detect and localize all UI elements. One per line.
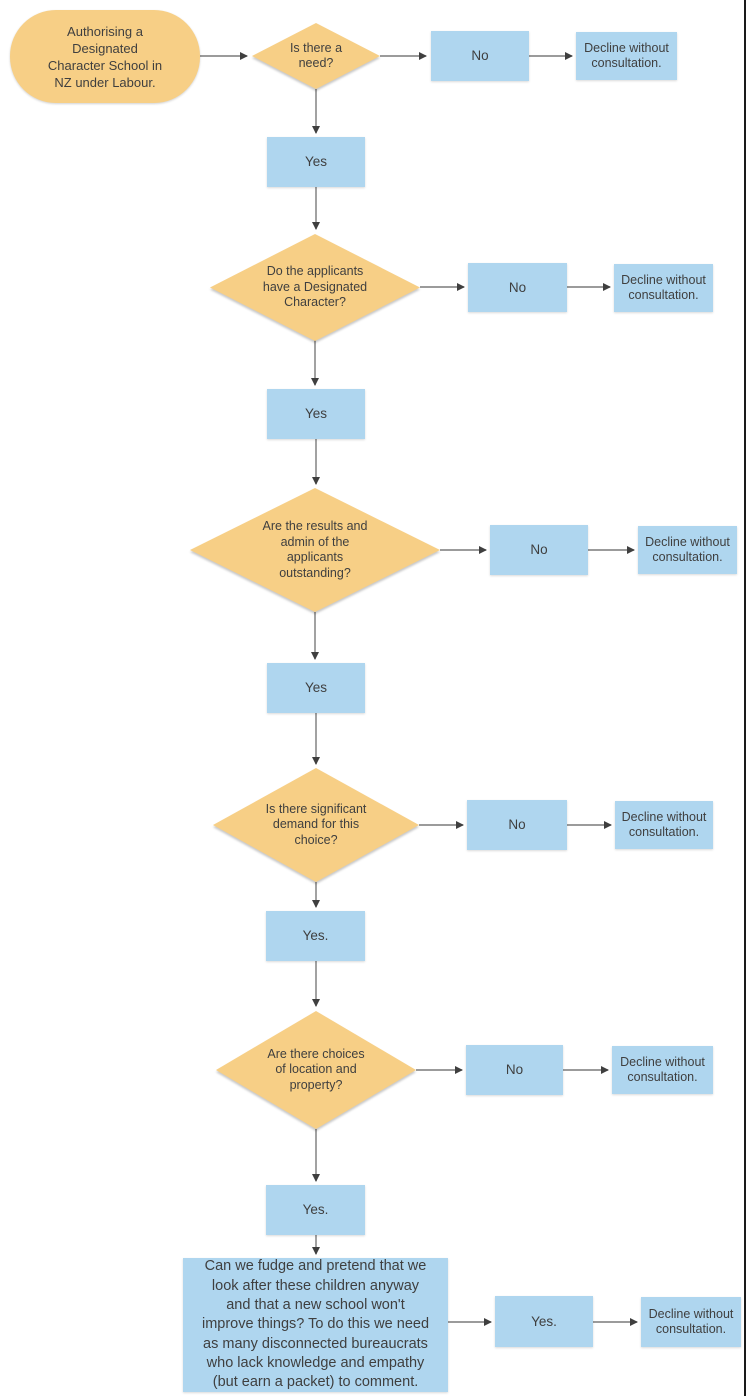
no-1-box[interactable]: No (431, 31, 529, 81)
no-5-box[interactable]: No (466, 1045, 563, 1095)
decision-3-label: Are the results and admin of the applica… (262, 519, 368, 580)
decision-1-label: Is there a need? (289, 40, 343, 71)
no-4-box[interactable]: No (467, 800, 567, 850)
no-5-label: No (505, 1062, 524, 1077)
start-node-label: Authorising a Designated Character Schoo… (47, 23, 163, 90)
no-1-label: No (471, 48, 489, 63)
start-node[interactable]: Authorising a Designated Character Schoo… (10, 10, 200, 103)
decision-2-diamond[interactable]: Do the applicants have a Designated Char… (210, 234, 420, 341)
decline-4-box[interactable]: Decline without consultation. (615, 801, 713, 849)
decline-2-label: Decline without consultation. (621, 273, 706, 302)
no-2-box[interactable]: No (468, 263, 567, 312)
yes-2-label: Yes (304, 406, 328, 421)
decline-3-box[interactable]: Decline without consultation. (638, 526, 737, 574)
no-2-label: No (508, 279, 527, 295)
no-3-label: No (530, 542, 548, 557)
no-3-box[interactable]: No (490, 525, 588, 575)
decline-5-box[interactable]: Decline without consultation. (612, 1046, 713, 1094)
decline-6-box[interactable]: Decline without consultation. (641, 1297, 741, 1347)
decline-6-label: Decline without consultation. (648, 1307, 734, 1336)
canvas-right-border (744, 0, 746, 1396)
decision-1-diamond[interactable]: Is there a need? (252, 23, 380, 89)
decision-2-label: Do the applicants have a Designated Char… (262, 264, 368, 310)
yes-5-box[interactable]: Yes. (266, 1185, 365, 1235)
decline-3-label: Decline without consultation. (645, 535, 730, 564)
decision-5-diamond[interactable]: Are there choices of location and proper… (216, 1011, 416, 1129)
decline-4-label: Decline without consultation. (621, 810, 707, 839)
final-question-label: Can we fudge and pretend that we look af… (201, 1258, 430, 1391)
yes-4-box[interactable]: Yes. (266, 911, 365, 961)
decision-3-diamond[interactable]: Are the results and admin of the applica… (190, 488, 440, 612)
decision-5-label: Are there choices of location and proper… (267, 1046, 365, 1092)
decline-5-label: Decline without consultation. (620, 1055, 705, 1084)
yes-6-box[interactable]: Yes. (495, 1296, 593, 1347)
decision-2-shape: Do the applicants have a Designated Char… (210, 234, 420, 341)
decision-4-diamond[interactable]: Is there significant demand for this cho… (213, 768, 419, 882)
decision-5-shape: Are there choices of location and proper… (216, 1011, 416, 1129)
no-4-label: No (508, 817, 526, 832)
decline-1-label: Decline without consultation. (584, 41, 669, 70)
yes-3-label: Yes (304, 680, 328, 695)
yes-3-box[interactable]: Yes (267, 663, 365, 713)
decision-4-shape: Is there significant demand for this cho… (213, 768, 419, 882)
decision-3-shape: Are the results and admin of the applica… (190, 488, 440, 612)
decline-2-box[interactable]: Decline without consultation. (614, 264, 713, 312)
final-question-box[interactable]: Can we fudge and pretend that we look af… (183, 1258, 448, 1392)
yes-2-box[interactable]: Yes (267, 389, 365, 439)
yes-1-label: Yes (304, 154, 328, 169)
yes-1-box[interactable]: Yes (267, 137, 365, 187)
yes-4-label: Yes. (302, 928, 329, 943)
yes-6-label: Yes. (531, 1313, 557, 1329)
decline-1-box[interactable]: Decline without consultation. (576, 32, 677, 80)
decision-4-label: Is there significant demand for this cho… (265, 801, 367, 847)
yes-5-label: Yes. (302, 1202, 329, 1217)
decision-1-shape: Is there a need? (252, 23, 380, 89)
